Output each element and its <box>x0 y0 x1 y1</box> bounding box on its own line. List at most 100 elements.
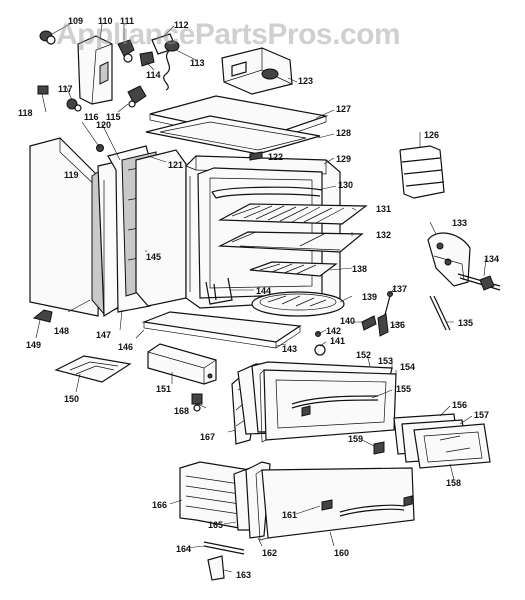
label-147: 147 <box>96 330 111 340</box>
part-110-bracket <box>77 35 113 105</box>
label-138: 138 <box>352 264 367 274</box>
label-166: 166 <box>152 500 167 510</box>
part-133-door-hinge <box>427 232 471 287</box>
label-141: 141 <box>330 336 345 346</box>
label-167: 167 <box>200 432 215 442</box>
label-114: 114 <box>146 70 161 80</box>
label-160: 160 <box>334 548 349 558</box>
label-140: 140 <box>340 316 355 326</box>
label-129: 129 <box>336 154 351 164</box>
part-155-door-handle <box>291 395 379 417</box>
part-139-broiler-pan <box>251 291 345 317</box>
part-138-broiler-grid <box>249 261 338 277</box>
part-121-right-side-liner <box>135 149 187 307</box>
part-114-valve <box>139 51 155 67</box>
leader-lines <box>35 23 487 573</box>
label-109: 109 <box>68 16 83 26</box>
part-labels: 109 110 111 112 113 114 115 116 117 118 … <box>18 16 499 580</box>
part-131-oven-rack <box>217 203 368 225</box>
label-115: 115 <box>106 112 121 122</box>
site-watermark: AppliancePartsPros.com <box>56 18 401 51</box>
label-120: 120 <box>96 120 111 130</box>
part-122-vent <box>249 151 263 161</box>
label-134: 134 <box>484 254 499 264</box>
part-119-left-side-panel <box>29 137 101 317</box>
label-119: 119 <box>64 170 79 180</box>
part-126-burner-grate <box>399 145 445 199</box>
label-122: 122 <box>268 152 283 162</box>
label-151: 151 <box>156 384 171 394</box>
label-168: 168 <box>174 406 189 416</box>
label-142: 142 <box>326 326 341 336</box>
part-159-clip <box>373 441 385 455</box>
part-144-bake-element <box>205 277 233 305</box>
label-111: 111 <box>120 16 134 26</box>
part-146-bottom-panel <box>141 311 302 349</box>
label-135: 135 <box>458 318 473 328</box>
label-112: 112 <box>174 20 189 30</box>
part-140-bracket <box>361 315 377 331</box>
label-165: 165 <box>208 520 223 530</box>
label-133: 133 <box>452 218 467 228</box>
label-155: 155 <box>396 384 411 394</box>
label-126: 126 <box>424 130 439 140</box>
part-117-knob <box>66 98 82 112</box>
label-113: 113 <box>190 58 205 68</box>
label-132: 132 <box>376 230 391 240</box>
part-115-knob <box>127 85 147 108</box>
label-130: 130 <box>338 180 353 190</box>
label-150: 150 <box>64 394 79 404</box>
label-110: 110 <box>98 16 113 26</box>
part-137-pin <box>377 291 393 337</box>
label-152: 152 <box>356 350 371 360</box>
part-164-drawer-rod <box>203 541 245 555</box>
part-135-hinge-rod <box>429 295 451 331</box>
label-146: 146 <box>118 342 133 352</box>
part-151-kick-panel <box>147 343 217 385</box>
label-137: 137 <box>392 284 407 294</box>
part-111-switch <box>117 39 135 63</box>
label-139: 139 <box>362 292 377 302</box>
part-149-bracket <box>32 309 53 323</box>
part-132-oven-rack <box>217 231 364 253</box>
part-161-drawer-handle <box>321 495 413 517</box>
label-127: 127 <box>336 104 351 114</box>
label-116: 116 <box>84 112 99 122</box>
part-134-hinge-arm <box>457 273 501 291</box>
part-160-drawer-front <box>255 467 415 541</box>
label-143: 143 <box>282 344 297 354</box>
label-157: 157 <box>474 410 489 420</box>
part-128-top-frame <box>145 115 321 155</box>
label-153: 153 <box>378 356 393 366</box>
label-118: 118 <box>18 108 33 118</box>
part-150-cover-plate <box>54 355 132 383</box>
label-162: 162 <box>262 548 277 558</box>
part-118-clip <box>37 85 49 95</box>
part-130-broil-element <box>211 186 323 199</box>
part-158-window-pack <box>413 423 491 469</box>
label-159: 159 <box>348 434 363 444</box>
part-109-knob <box>39 30 56 45</box>
label-148: 148 <box>54 326 69 336</box>
part-168-foot <box>191 393 203 412</box>
label-117: 117 <box>58 84 73 94</box>
part-166-drawer-body <box>179 461 251 531</box>
label-161: 161 <box>282 510 297 520</box>
label-131: 131 <box>376 204 391 214</box>
label-164: 164 <box>176 544 191 554</box>
part-154-outer-door <box>259 369 397 443</box>
part-163-bracket <box>207 555 225 581</box>
label-128: 128 <box>336 128 351 138</box>
label-145: 145 <box>146 252 161 262</box>
label-121: 121 <box>168 160 183 170</box>
label-163: 163 <box>236 570 251 580</box>
part-141-foot <box>314 344 326 356</box>
label-123: 123 <box>298 76 313 86</box>
label-154: 154 <box>400 362 415 372</box>
label-156: 156 <box>452 400 467 410</box>
label-144: 144 <box>256 286 271 296</box>
label-136: 136 <box>390 320 405 330</box>
part-113-thermostat-capillary <box>163 40 180 91</box>
